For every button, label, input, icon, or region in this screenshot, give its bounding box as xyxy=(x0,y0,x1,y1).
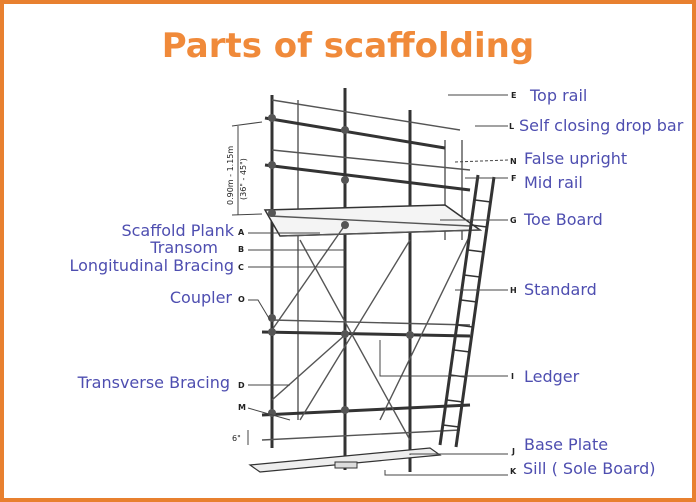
transom xyxy=(279,229,481,237)
scaffold-drawing: 0.90m - 1.15m (36" - 45") 6" Scaffold Pl… xyxy=(69,86,684,478)
label-toe-board: Toe Board xyxy=(523,210,603,229)
diagram-title: Parts of scaffolding xyxy=(161,26,535,66)
ledger xyxy=(261,330,471,338)
label-false-upright: False upright xyxy=(524,149,627,168)
bracing-right xyxy=(379,234,471,421)
dimension-imperial: (36" - 45") xyxy=(239,158,248,200)
couplers xyxy=(268,114,414,417)
label-self-closing-drop-bar: Self closing drop bar xyxy=(519,116,684,135)
dimension-metric: 0.90m - 1.15m xyxy=(226,146,235,205)
label-longitudinal-bracing: Longitudinal Bracing xyxy=(69,256,234,275)
top-rail-back xyxy=(271,99,461,131)
top-rail xyxy=(264,116,446,150)
letter-l: L xyxy=(509,122,514,131)
label-standard: Standard xyxy=(524,280,597,299)
bottom-transom xyxy=(261,429,461,441)
label-mid-rail: Mid rail xyxy=(524,173,583,192)
bracing-x1 xyxy=(299,239,411,441)
base-plate xyxy=(334,461,358,469)
mid-rail xyxy=(264,163,471,192)
letter-j: J xyxy=(511,447,515,456)
mid-rail-back xyxy=(271,149,471,171)
toe-board xyxy=(269,215,471,227)
label-top-rail-text: Top rail xyxy=(529,86,587,105)
label-transom: Transom xyxy=(149,238,218,257)
sill-board xyxy=(248,447,442,473)
letter-b: B xyxy=(238,245,244,254)
letter-h: H xyxy=(510,286,517,295)
ladder-rungs xyxy=(442,199,492,428)
label-transverse-bracing: Transverse Bracing xyxy=(77,373,230,392)
left-labels: Scaffold Plank A Transom B Longitudinal … xyxy=(69,221,345,421)
label-scaffold-plank: Scaffold Plank xyxy=(121,221,234,240)
height-dimension: 0.90m - 1.15m (36" - 45") 6" xyxy=(226,121,263,445)
label-sill: Sill ( Sole Board) xyxy=(523,459,656,478)
letter-e: E xyxy=(511,91,516,100)
label-base-plate: Base Plate xyxy=(524,435,608,454)
letter-n: N xyxy=(510,157,517,166)
letter-i: I xyxy=(511,372,514,381)
scaffold-structure xyxy=(248,88,496,473)
letter-a: A xyxy=(238,228,245,237)
ledger-back xyxy=(271,319,471,326)
letter-d: D xyxy=(238,381,245,390)
letter-g: G xyxy=(510,216,517,225)
letter-k: K xyxy=(510,467,517,476)
longitudinal-bracing xyxy=(271,224,346,331)
dimension-base-height: 6" xyxy=(232,434,241,443)
letter-f: F xyxy=(511,174,516,183)
bracing-x2 xyxy=(299,239,411,421)
bottom-ledger xyxy=(261,403,471,417)
letter-c: C xyxy=(238,263,244,272)
letter-m: M xyxy=(238,403,246,412)
label-coupler: Coupler xyxy=(170,288,233,307)
label-ledger: Ledger xyxy=(524,367,580,386)
letter-o: O xyxy=(238,295,245,304)
transverse-bracing xyxy=(271,334,346,401)
right-labels: E Self closing drop bar Top rail L Self … xyxy=(379,86,684,478)
